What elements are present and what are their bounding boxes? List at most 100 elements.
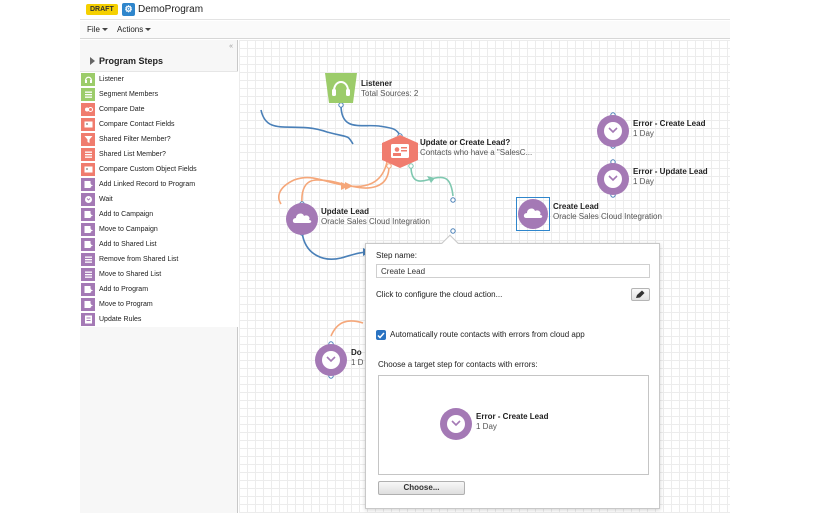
- list-icon: [81, 253, 95, 266]
- palette-item-label: Add to Shared List: [99, 241, 157, 248]
- check-icon: [377, 332, 385, 339]
- palette-item[interactable]: Move to Shared List: [80, 267, 238, 282]
- palette-item-label: Segment Members: [99, 91, 159, 98]
- contact-card-icon: [81, 118, 95, 131]
- headset-icon: [81, 73, 95, 86]
- contact-card-icon-line: [401, 150, 407, 152]
- compare-icon: [81, 103, 95, 116]
- decision-title: Update or Create Lead?: [420, 138, 511, 147]
- palette-header[interactable]: Program Steps: [90, 56, 163, 67]
- node-handle[interactable]: [408, 163, 414, 169]
- add-record-icon: [81, 223, 95, 236]
- palette-item[interactable]: Compare Date: [80, 102, 238, 117]
- palette-item[interactable]: Compare Custom Object Fields: [80, 162, 238, 177]
- draft-badge: DRAFT: [86, 4, 118, 15]
- palette-item[interactable]: Shared List Member?: [80, 147, 238, 162]
- error-update-lead-title: Error - Update Lead: [633, 167, 708, 176]
- done-label: Do 1 D: [351, 348, 363, 368]
- add-record-icon: [81, 208, 95, 221]
- clock-icon: [81, 193, 95, 206]
- palette-item-label: Shared List Member?: [99, 151, 166, 158]
- target-step-title: Error - Create Lead: [476, 412, 549, 421]
- top-bar: DRAFT ⚙ DemoProgram: [80, 0, 730, 20]
- connector-arrow-green: [427, 176, 435, 183]
- add-record-icon: [81, 283, 95, 296]
- contact-card-icon-head: [394, 147, 400, 152]
- target-step-box[interactable]: Error - Create Lead 1 Day: [378, 375, 649, 475]
- list-icon: [81, 268, 95, 281]
- update-lead-title: Update Lead: [321, 207, 370, 216]
- auto-route-checkbox[interactable]: [376, 330, 386, 340]
- palette-item[interactable]: Move to Campaign: [80, 222, 238, 237]
- palette-item[interactable]: Add to Campaign: [80, 207, 238, 222]
- auto-route-label: Automatically route contacts with errors…: [390, 330, 585, 339]
- file-menu[interactable]: File: [87, 25, 108, 35]
- collapse-palette-icon[interactable]: «: [229, 43, 233, 50]
- step-config-popup: Step name: Click to configure the cloud …: [365, 234, 660, 509]
- palette-item-label: Add to Program: [99, 286, 149, 293]
- chevron-down-icon: [145, 28, 152, 32]
- palette-item-label: Compare Date: [99, 106, 145, 113]
- add-record-icon: [81, 178, 95, 191]
- create-lead-node[interactable]: [517, 198, 549, 230]
- node-handle[interactable]: [450, 228, 456, 234]
- connector-update-to-next: [301, 231, 370, 260]
- error-update-lead-label: Error - Update Lead 1 Day: [633, 167, 708, 187]
- palette-item-label: Compare Contact Fields: [99, 121, 175, 128]
- palette-item-label: Add to Campaign: [99, 211, 154, 218]
- filter-icon: [81, 133, 95, 146]
- palette-item-label: Shared Filter Member?: [99, 136, 171, 143]
- palette-item[interactable]: Move to Program: [80, 297, 238, 312]
- target-step-label: Choose a target step for contacts with e…: [378, 360, 538, 369]
- update-lead-node[interactable]: [285, 202, 319, 236]
- node-handle[interactable]: [450, 197, 456, 203]
- choose-button[interactable]: Choose...: [378, 481, 465, 495]
- palette-item[interactable]: Wait: [80, 192, 238, 207]
- step-name-input[interactable]: [376, 264, 650, 278]
- palette-item[interactable]: Shared Filter Member?: [80, 132, 238, 147]
- actions-menu-label: Actions: [117, 25, 144, 34]
- triangle-right-icon: [90, 57, 95, 65]
- contact-card-icon-line: [401, 147, 407, 149]
- palette-item[interactable]: Remove from Shared List: [80, 252, 238, 267]
- update-lead-subtitle: Oracle Sales Cloud Integration: [321, 217, 430, 226]
- cloud-icon: [292, 213, 312, 223]
- palette-item-label: Move to Campaign: [99, 226, 158, 233]
- listener-node[interactable]: [325, 73, 357, 107]
- decision-node[interactable]: [382, 135, 418, 168]
- create-lead-selection: [516, 197, 550, 231]
- done-node[interactable]: [314, 343, 348, 377]
- palette-item[interactable]: Add to Program: [80, 282, 238, 297]
- headset-icon: [333, 81, 349, 92]
- palette-item[interactable]: Listener: [80, 72, 238, 87]
- listener-subtitle: Total Sources: 2: [361, 89, 419, 98]
- edit-cloud-action-button[interactable]: [631, 288, 650, 301]
- program-title: DemoProgram: [138, 4, 204, 15]
- configure-cloud-action-text[interactable]: Click to configure the cloud action...: [376, 290, 503, 299]
- actions-menu[interactable]: Actions: [117, 25, 152, 35]
- connector-listener-to-decision: [340, 104, 401, 137]
- pencil-icon: [636, 290, 645, 298]
- node-handle[interactable]: [386, 163, 392, 169]
- clock-icon-hands: [608, 175, 618, 182]
- palette-item[interactable]: Update Rules: [80, 312, 238, 327]
- palette-item-label: Add Linked Record to Program: [99, 181, 196, 188]
- error-update-lead-node[interactable]: [596, 162, 630, 196]
- step-name-label: Step name:: [376, 251, 417, 260]
- program-canvas-app: DRAFT ⚙ DemoProgram File Actions « Progr…: [80, 0, 730, 513]
- palette-item[interactable]: Add Linked Record to Program: [80, 177, 238, 192]
- listener-title: Listener: [361, 79, 393, 88]
- file-menu-label: File: [87, 25, 100, 34]
- cloud-icon: [523, 208, 543, 218]
- program-icon: ⚙: [122, 3, 135, 16]
- listener-shape: [325, 73, 357, 103]
- error-create-lead-label: Error - Create Lead 1 Day: [633, 119, 705, 139]
- contact-card-icon-body: [393, 153, 401, 156]
- palette-item[interactable]: Segment Members: [80, 87, 238, 102]
- palette-item[interactable]: Add to Shared List: [80, 237, 238, 252]
- palette-item[interactable]: Compare Contact Fields: [80, 117, 238, 132]
- done-subtitle: 1 D: [351, 358, 364, 367]
- error-create-lead-node[interactable]: [596, 114, 630, 148]
